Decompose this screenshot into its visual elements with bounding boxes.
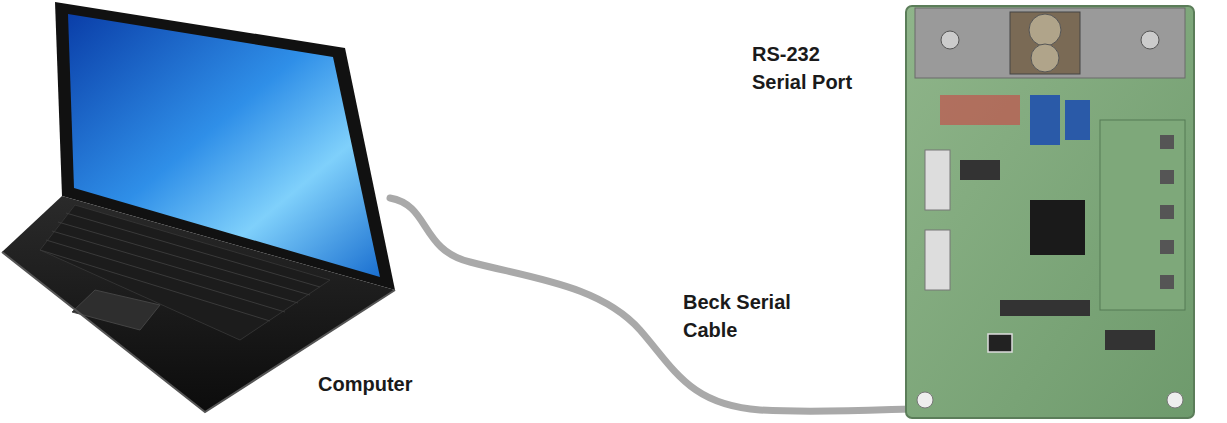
circuit-board — [906, 6, 1194, 418]
cable-label: Beck Serial Cable — [683, 288, 808, 344]
computer-label: Computer — [318, 370, 458, 398]
laptop — [2, 2, 395, 412]
port-label: RS-232 Serial Port — [752, 40, 877, 96]
